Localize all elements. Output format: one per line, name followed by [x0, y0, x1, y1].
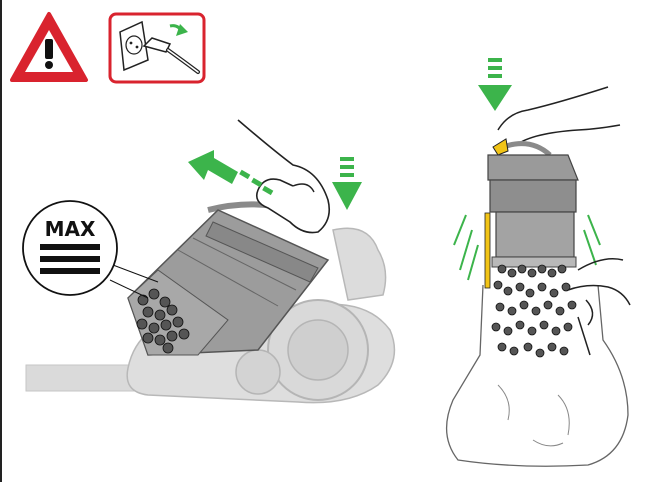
- bin-debris: [136, 288, 190, 354]
- green-arrow-icon: [332, 157, 362, 210]
- max-fill-level-badge: MAX: [22, 200, 118, 296]
- max-label: MAX: [45, 217, 96, 241]
- green-arrow-icon: [188, 150, 274, 196]
- clear-bin: [487, 154, 579, 268]
- plastic-bag: [445, 284, 629, 467]
- unplug-power-cord-icon: [108, 12, 206, 84]
- motion-lines: [453, 214, 601, 281]
- warning-triangle-icon: [10, 12, 88, 82]
- page-left-border: [0, 0, 2, 482]
- bin-emptying-illustration: [445, 58, 631, 467]
- clear-bin: [127, 209, 330, 356]
- falling-debris: [491, 264, 577, 358]
- vacuum-bin-removal-illustration: [25, 119, 396, 404]
- green-arrow-icon: [478, 58, 512, 111]
